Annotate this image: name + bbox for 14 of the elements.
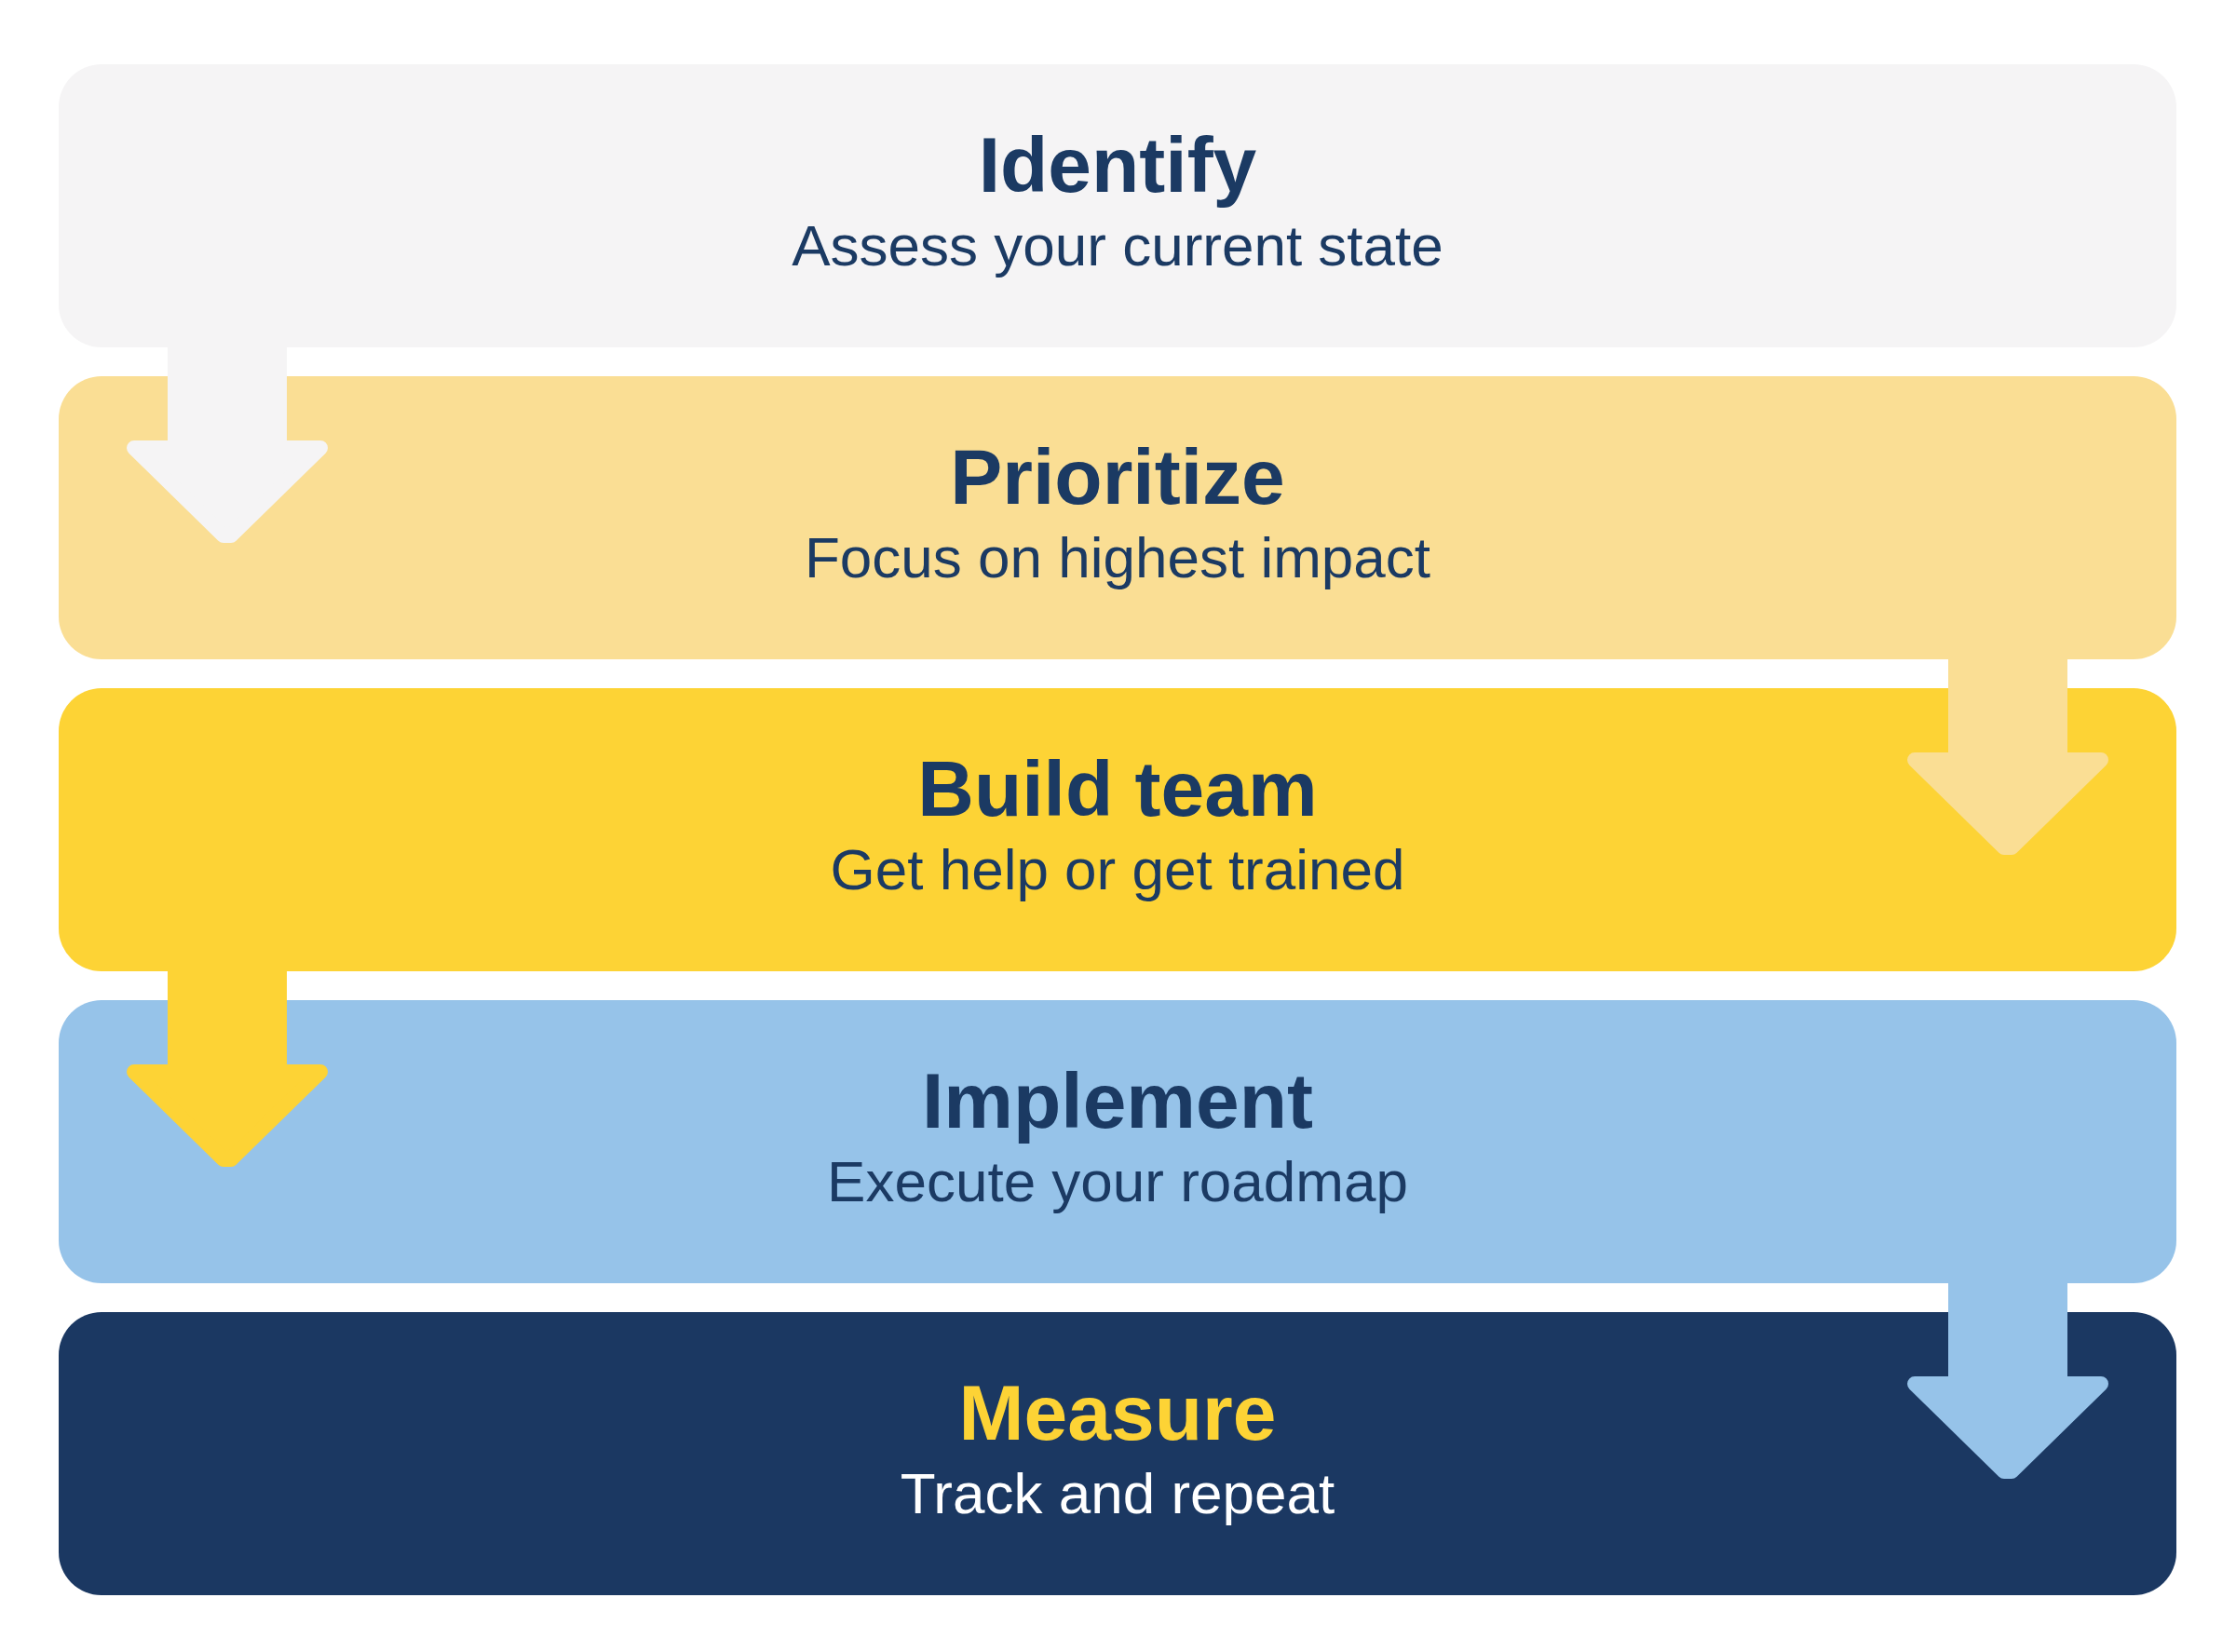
step-description: Get help or get trained [830,836,1405,903]
step-description: Execute your roadmap [827,1148,1408,1215]
step-title: Build team [917,745,1318,832]
step-title: Implement [921,1057,1314,1144]
step-description: Focus on highest impact [805,524,1430,591]
step-description: Assess your current state [792,212,1443,279]
step-title: Prioritize [950,433,1285,520]
step-band [59,1312,2176,1595]
step-description: Track and repeat [900,1460,1335,1527]
step-band [59,1000,2176,1283]
step-band [59,688,2176,971]
step-title: Identify [978,121,1257,208]
step-band [59,376,2176,659]
step-title: Measure [958,1369,1277,1456]
